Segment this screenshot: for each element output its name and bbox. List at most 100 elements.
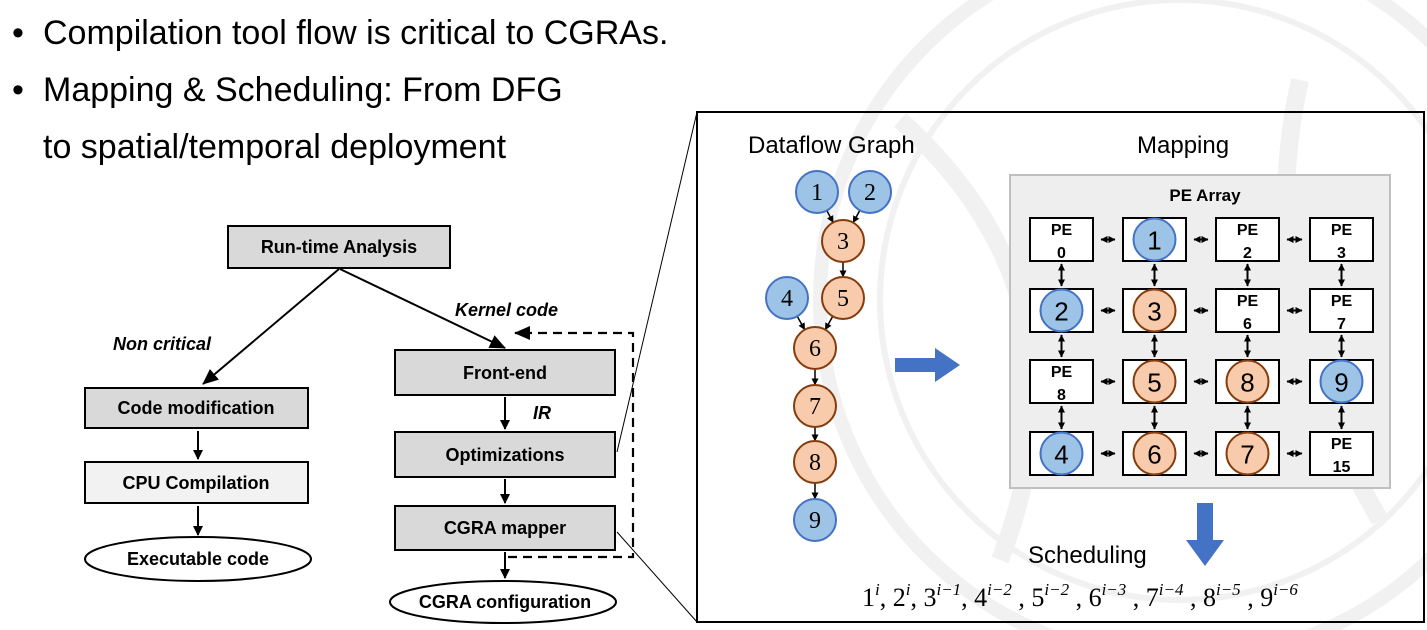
- pe-cell: 9: [1309, 359, 1374, 404]
- dfg-node-label: 6: [809, 336, 821, 362]
- pe-cell: PE 0: [1029, 217, 1094, 262]
- schedule-node: 6: [1089, 583, 1102, 612]
- mapped-node-label: 6: [1147, 440, 1161, 470]
- pe-number: 0: [1057, 245, 1066, 262]
- schedule-node: 1: [862, 583, 875, 612]
- schedule-node: 4: [974, 583, 987, 612]
- dfg-edge: [824, 315, 834, 331]
- pe-cell: 4: [1029, 431, 1094, 476]
- bullet-list: • Compilation tool flow is critical to C…: [12, 14, 668, 166]
- dfg-node: 9: [793, 498, 837, 542]
- arrow-to-code-modification: [202, 268, 340, 385]
- code-modification-label: Code modification: [118, 398, 275, 418]
- dfg-node-circle: [848, 170, 892, 214]
- mapped-node-circle: [1132, 359, 1177, 404]
- dfg-node: 8: [793, 440, 837, 484]
- pe-number: 7: [1337, 316, 1346, 333]
- front-end-label: Front-end: [463, 363, 547, 383]
- cgra-mapper-label: CGRA mapper: [444, 518, 566, 538]
- bullet-dot: •: [12, 14, 24, 52]
- schedule-node: 2: [893, 583, 906, 612]
- schedule-iteration: i−3: [1102, 580, 1127, 599]
- schedule-iteration: i−2: [1044, 580, 1069, 599]
- pe-box: [1309, 288, 1374, 333]
- cgra-mapper-box: [394, 505, 616, 551]
- dfg-edge: [796, 315, 806, 331]
- dfg-node: 5: [821, 276, 865, 320]
- dfg-node-label: 4: [781, 286, 793, 312]
- down-arrow-icon: [1186, 503, 1224, 566]
- pe-cell: PE8: [1029, 359, 1094, 404]
- dfg-node-label: 8: [809, 450, 821, 476]
- mapped-node-circle: [1039, 431, 1084, 476]
- dfg-edge: [852, 210, 861, 224]
- bullet-2-continued: to spatial/temporal deployment: [43, 128, 507, 166]
- scheduling-title: Scheduling: [1028, 542, 1147, 569]
- schedule-separator: ,: [1012, 583, 1032, 612]
- dfg-node-label: 2: [864, 180, 876, 206]
- pe-number: 6: [1243, 316, 1252, 333]
- pe-box: [1215, 288, 1280, 333]
- mapped-node-circle: [1225, 431, 1270, 476]
- cpu-compilation-box: [84, 461, 309, 504]
- dfg-node-label: 3: [837, 229, 849, 255]
- schedule-separator: ,: [1183, 583, 1203, 612]
- pe-number: 3: [1337, 245, 1346, 262]
- bullet-1: Compilation tool flow is critical to CGR…: [43, 14, 668, 52]
- pe-label: PE: [1331, 222, 1353, 239]
- pe-cell: PE 7: [1309, 288, 1374, 333]
- pe-cell: 1: [1122, 217, 1187, 262]
- mapping-detail-panel: [696, 111, 1425, 623]
- dfg-node-label: 9: [809, 508, 821, 534]
- schedule-separator: ,: [910, 583, 923, 612]
- pe-cell: PE 3: [1309, 217, 1374, 262]
- mapped-node-label: 5: [1147, 368, 1161, 398]
- front-end-box: [394, 349, 616, 396]
- mapped-node-circle: [1132, 217, 1177, 262]
- executable-code-terminal: [84, 536, 312, 582]
- schedule-iteration: i−4: [1159, 580, 1184, 599]
- dfg-edge: [826, 210, 834, 223]
- pe-box: [1309, 217, 1374, 262]
- schedule-iteration: i−5: [1216, 580, 1241, 599]
- ir-label: IR: [533, 403, 551, 423]
- mapped-node-circle: [1132, 431, 1177, 476]
- zoom-line-bottom: [616, 531, 698, 623]
- pe-cell: 7: [1215, 431, 1280, 476]
- schedule-node: 8: [1203, 583, 1216, 612]
- cpu-compilation-label: CPU Compilation: [123, 473, 270, 493]
- pe-cell: 3: [1122, 288, 1187, 333]
- schedule-node: 3: [923, 583, 936, 612]
- pe-cell: PE2: [1215, 217, 1280, 262]
- pe-label: PE: [1331, 293, 1353, 310]
- mapped-node-circle: [1132, 288, 1177, 333]
- pe-cell: 8: [1215, 359, 1280, 404]
- pe-number: 15: [1333, 459, 1351, 476]
- pe-array-title: PE Array: [1169, 186, 1241, 205]
- schedule-separator: ,: [1126, 583, 1146, 612]
- runtime-analysis-label: Run-time Analysis: [261, 237, 417, 257]
- pe-box: [1029, 359, 1094, 404]
- schedule-node: 7: [1146, 583, 1159, 612]
- zoom-line-top: [616, 111, 698, 453]
- dfg-node-label: 5: [837, 286, 849, 312]
- pe-label: PE: [1051, 222, 1073, 239]
- schedule-iteration: i−1: [936, 580, 961, 599]
- pe-box: [1029, 217, 1094, 262]
- schedule-iteration: i: [906, 580, 911, 599]
- mapped-node-circle: [1225, 359, 1270, 404]
- bullet-2: Mapping & Scheduling: From DFG: [43, 71, 563, 109]
- dfg-node-circle: [821, 219, 865, 263]
- dfg-node: 7: [793, 384, 837, 428]
- arrow-to-front-end: [339, 268, 506, 349]
- right-arrow-icon: [895, 348, 960, 382]
- pe-label: PE: [1331, 436, 1353, 453]
- mapped-node-label: 8: [1240, 368, 1254, 398]
- mapping-title: Mapping: [1137, 132, 1229, 159]
- schedule-iteration: i−6: [1273, 580, 1298, 599]
- pe-box: [1215, 217, 1280, 262]
- mapped-node-label: 1: [1147, 226, 1161, 256]
- pe-number: 8: [1057, 387, 1066, 404]
